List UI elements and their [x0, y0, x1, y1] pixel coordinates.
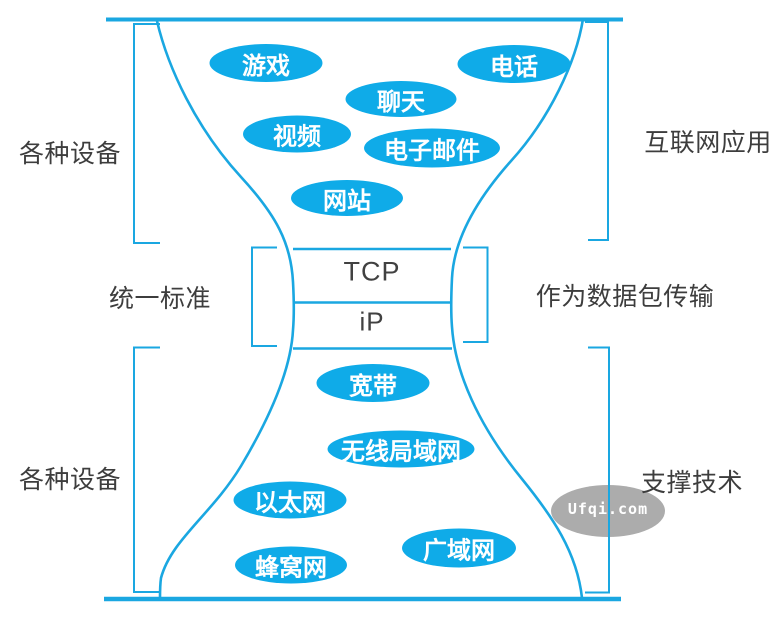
label-devices-top-left: 各种设备: [18, 140, 122, 168]
node-video: 视频: [243, 115, 351, 153]
core-layer-tcp: TCP: [343, 256, 401, 287]
hourglass-right-curve: [449, 18, 585, 599]
bracket-middle-left: [251, 246, 277, 347]
node-website: 网站: [291, 180, 403, 216]
node-wan: 广域网: [402, 528, 516, 568]
hourglass-left-curve: [155, 20, 296, 599]
node-ethernet: 以太网: [233, 481, 347, 519]
node-cellular: 蜂窝网: [235, 546, 347, 584]
node-chat: 聊天: [345, 81, 457, 117]
bracket-middle-right: [463, 246, 489, 343]
bracket-top-left: [133, 23, 160, 244]
label-supporting-technology: 支撑技术: [640, 469, 744, 497]
node-broadband: 宽带: [316, 364, 430, 402]
label-unified-standard: 统一标准: [108, 285, 212, 313]
label-packet-transport: 作为数据包传输: [535, 283, 715, 311]
label-devices-bottom-left: 各种设备: [18, 466, 122, 494]
node-email: 电子邮件: [364, 128, 500, 168]
bracket-bottom-right: [585, 346, 610, 594]
node-games: 游戏: [209, 44, 323, 82]
bracket-bottom-left: [133, 346, 160, 593]
node-wireless-lan: 无线局域网: [327, 430, 475, 468]
core-layer-ip: iP: [359, 306, 385, 337]
watermark-label: Ufqi.com: [567, 500, 649, 518]
node-phone: 电话: [457, 45, 571, 83]
bracket-top-right: [585, 21, 609, 241]
label-internet-applications: 互联网应用: [644, 129, 772, 157]
